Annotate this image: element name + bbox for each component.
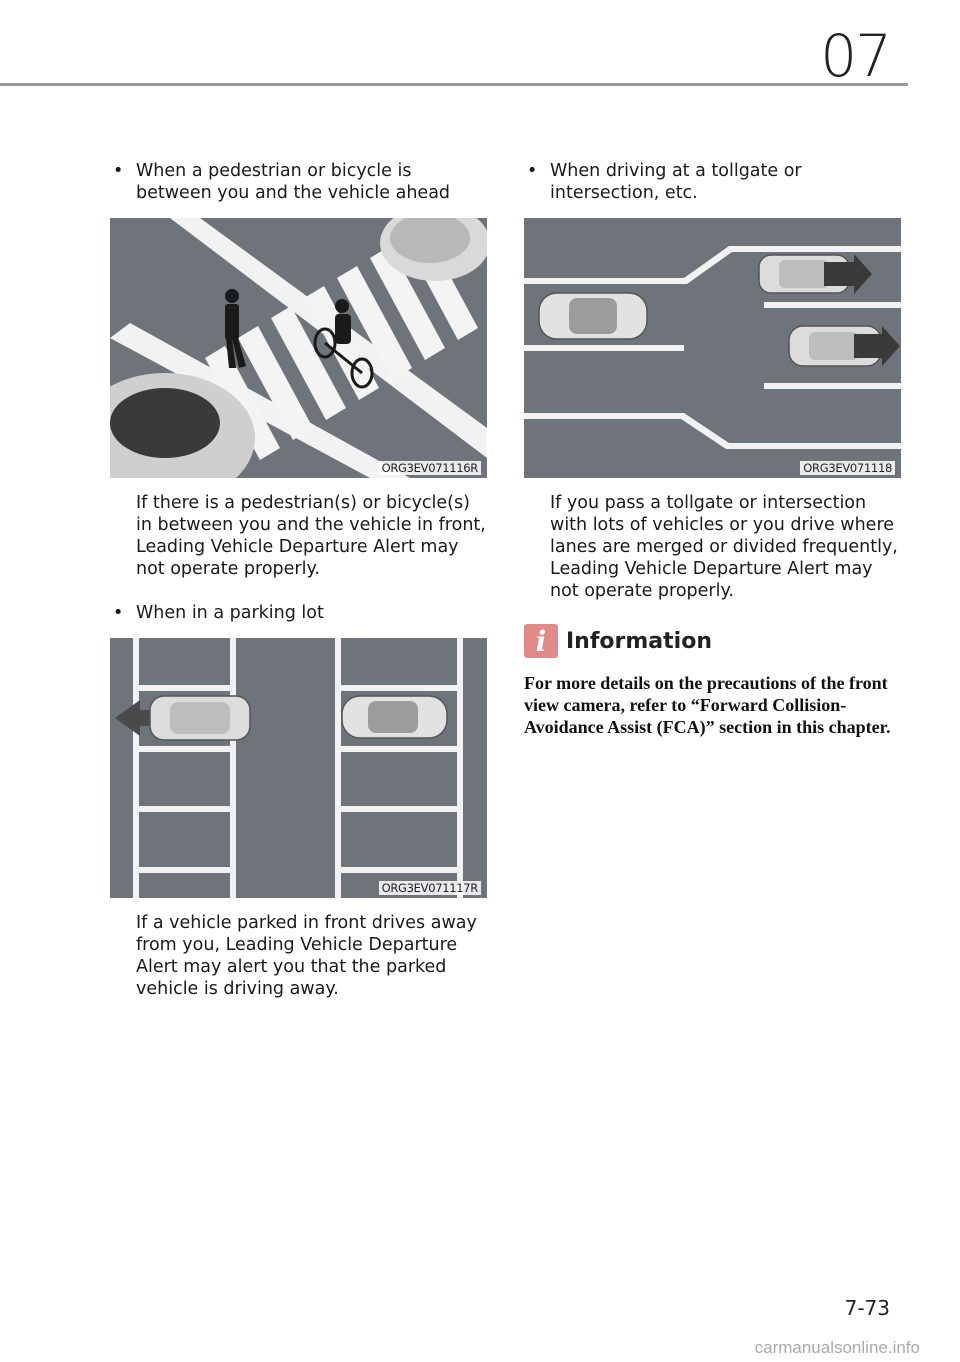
bullet-text: When driving at a tollgate or intersecti… (550, 161, 802, 203)
bullet-tollgate: • When driving at a tollgate or intersec… (524, 160, 904, 204)
tollgate-illustration (524, 218, 901, 478)
paragraph-parking-lot: If a vehicle parked in front drives away… (136, 913, 477, 999)
figure-code: ORG3EV071117R (378, 881, 481, 895)
bullet-dot: • (527, 161, 538, 181)
figure-tollgate: ORG3EV071118 (524, 218, 901, 478)
bullet-dot: • (113, 161, 124, 181)
parking-lot-illustration (110, 638, 487, 898)
figure-code: ORG3EV071118 (800, 461, 895, 475)
left-column: • When a pedestrian or bicycle is betwee… (110, 160, 490, 1022)
page-number: 7-73 (844, 1296, 890, 1320)
figure-pedestrian-crosswalk: ORG3EV071116R (110, 218, 487, 478)
chapter-number: 07 (820, 22, 892, 90)
paragraph-tollgate: If you pass a tollgate or intersection w… (550, 493, 898, 601)
information-body: For more details on the precautions of t… (524, 673, 891, 737)
information-title: Information (566, 628, 712, 654)
watermark: carmanualsonline.info (754, 1338, 920, 1357)
crosswalk-illustration (110, 218, 487, 478)
bullet-text: When a pedestrian or bicycle is between … (136, 161, 451, 203)
bullet-dot: • (113, 603, 124, 623)
figure-code: ORG3EV071116R (378, 461, 481, 475)
bullet-pedestrian: • When a pedestrian or bicycle is betwee… (110, 160, 490, 204)
paragraph-pedestrian: If there is a pedestrian(s) or bicycle(s… (136, 493, 486, 579)
figure-parking-lot: ORG3EV071117R (110, 638, 487, 898)
header-rule (0, 83, 908, 86)
right-column: • When driving at a tollgate or intersec… (524, 160, 904, 738)
bullet-text: When in a parking lot (136, 603, 324, 623)
info-icon: i (524, 624, 558, 658)
bullet-parking-lot: • When in a parking lot (110, 602, 490, 624)
information-header: i Information (524, 624, 904, 658)
